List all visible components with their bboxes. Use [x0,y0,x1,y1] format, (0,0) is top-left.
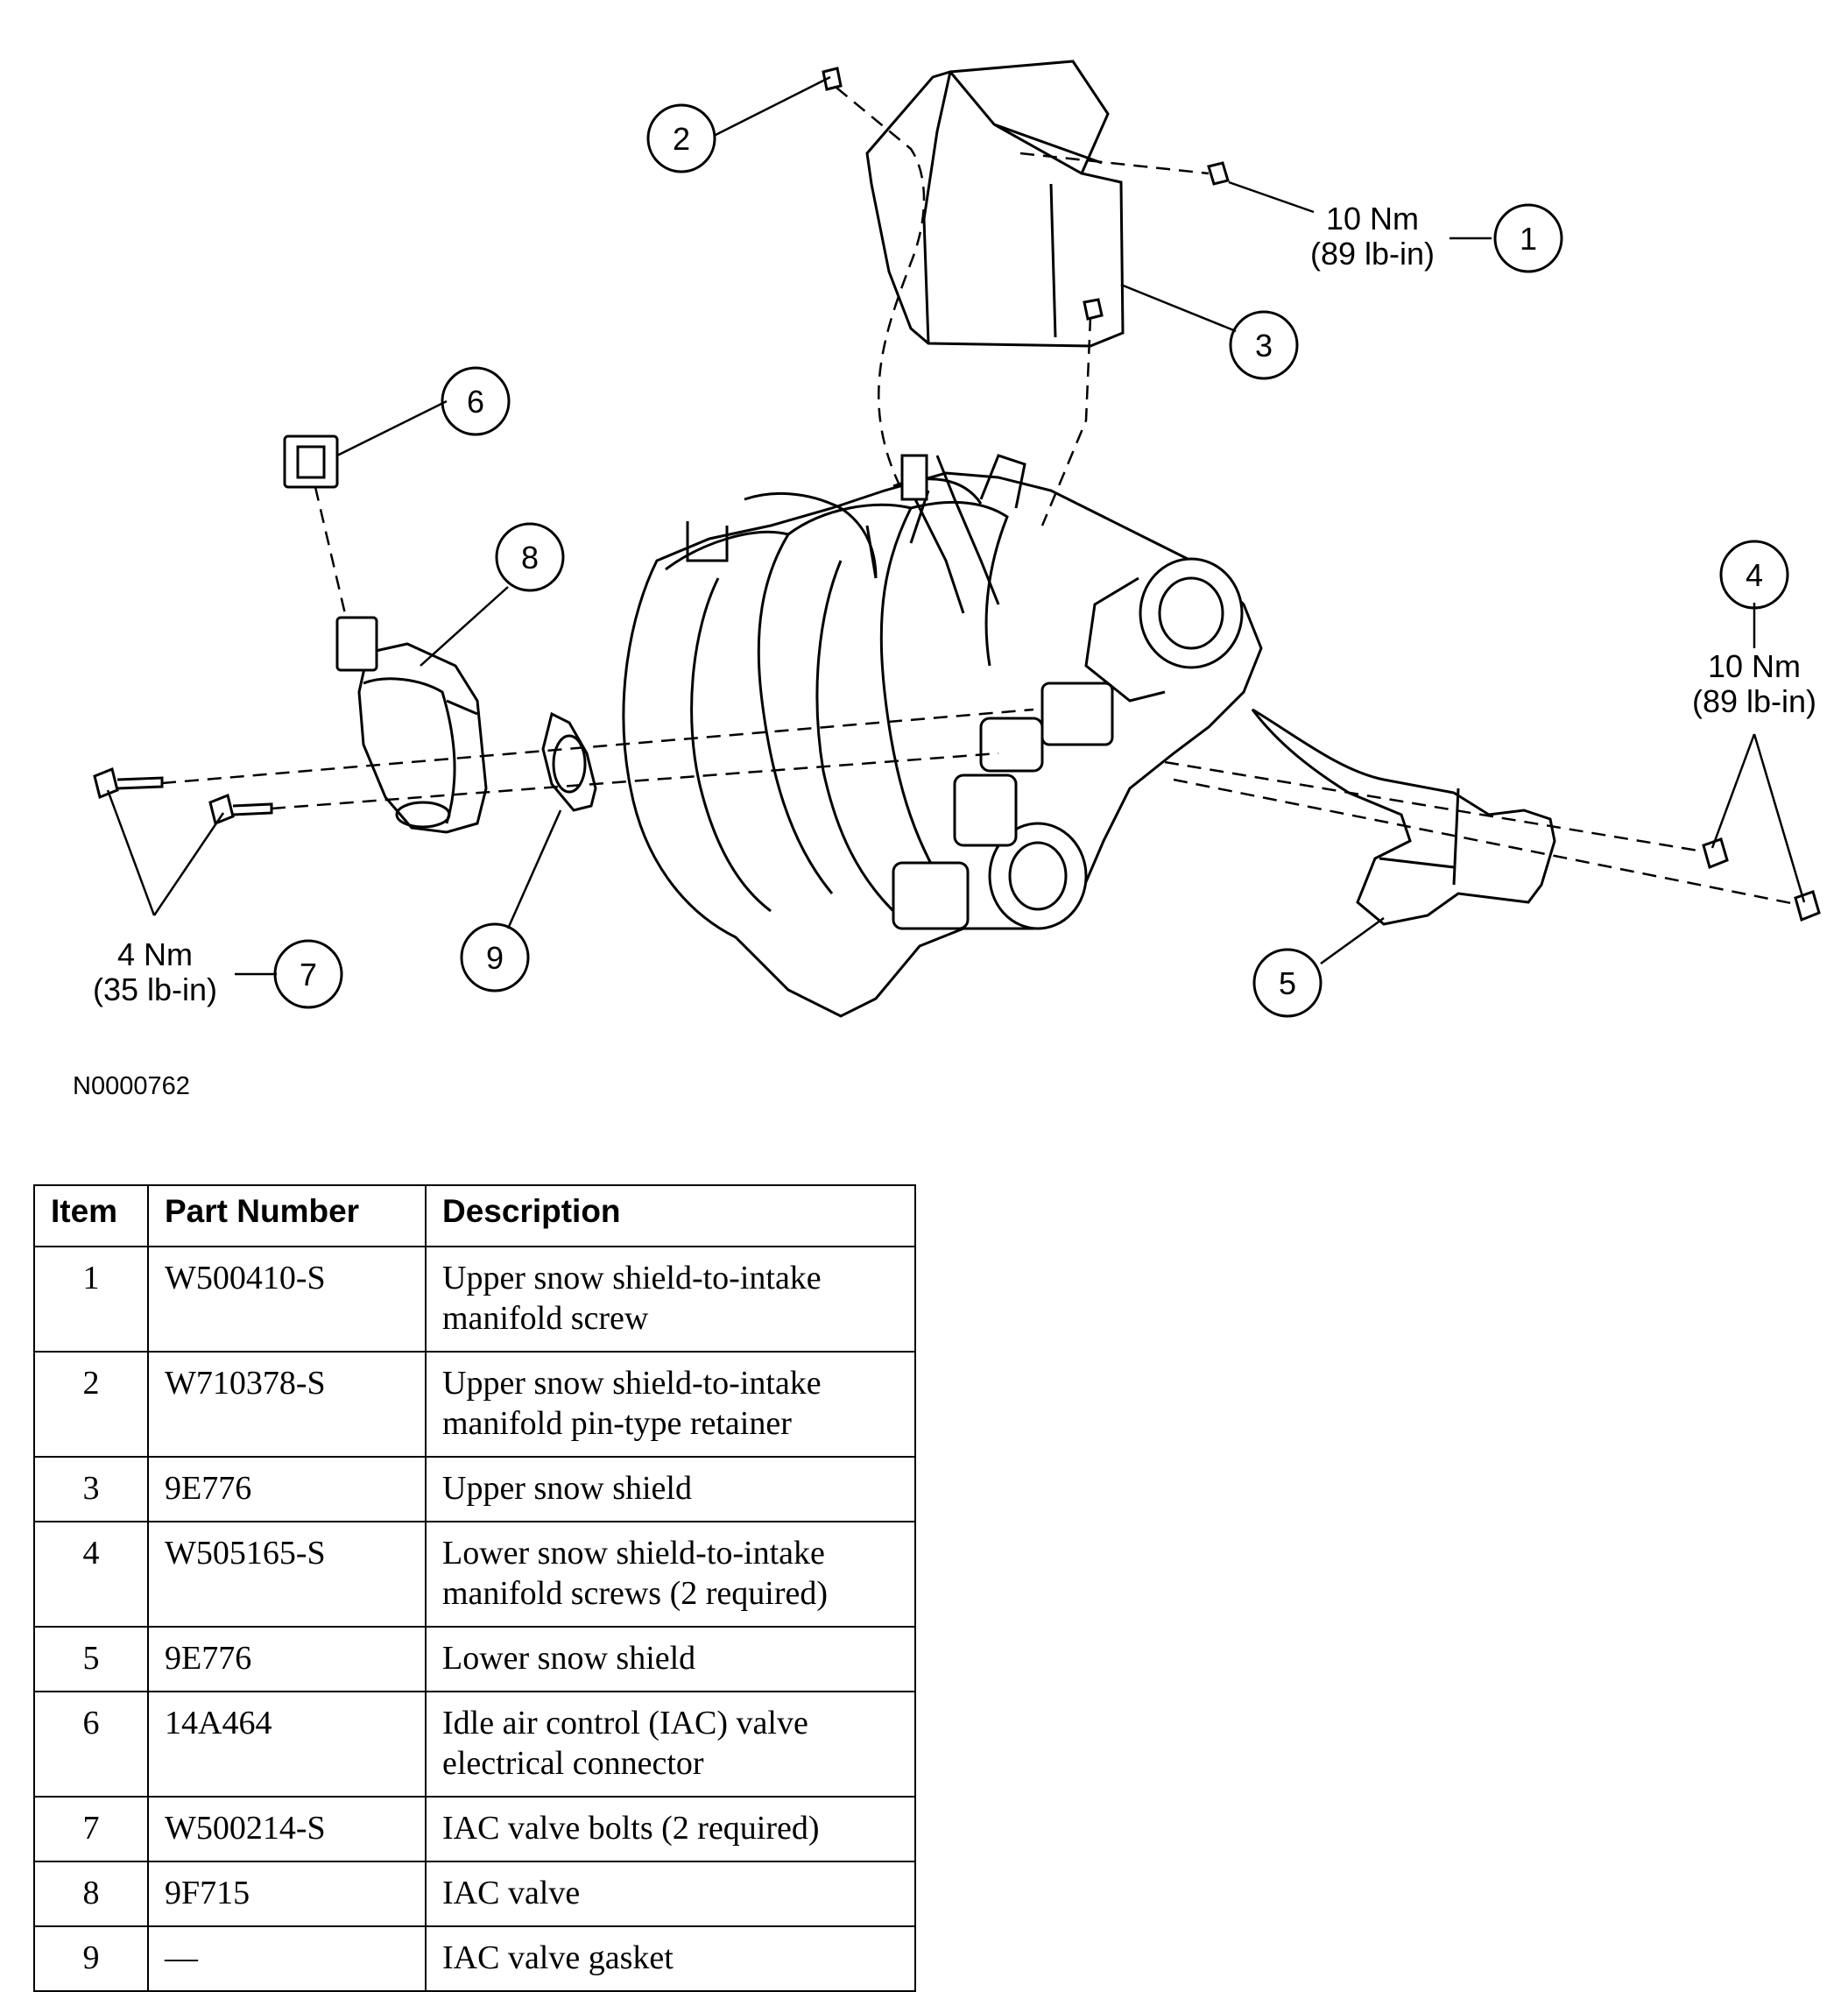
throttle-body [900,454,1244,746]
item-cell: 4 [33,1521,149,1628]
manifold-lower-details [892,717,1088,930]
part-number-cell: 9E776 [147,1626,427,1692]
table-row: 2 W710378-S Upper snow shield-to-intake … [33,1351,916,1458]
item-cell: 6 [33,1691,149,1798]
header-description: Description [425,1184,916,1247]
description-cell: Upper snow shield-to-intake manifold scr… [425,1246,916,1353]
table-row: 1 W500410-S Upper snow shield-to-intake … [33,1246,916,1353]
header-part-number: Part Number [147,1184,427,1247]
upper-snow-shield [865,60,1125,348]
table-row: 7 W500214-S IAC valve bolts (2 required) [33,1796,916,1862]
callout-3: 3 [1229,310,1299,380]
item-cell: 7 [33,1796,149,1862]
iac-bolts [93,766,273,826]
svg-text:(89 lb-in): (89 lb-in) [1692,683,1816,719]
callout-1: 1 [1493,203,1563,273]
table-row: 8 9F715 IAC valve [33,1861,916,1927]
description-cell: IAC valve [425,1861,916,1927]
table-row: 9 — IAC valve gasket [33,1925,916,1992]
description-cell: IAC valve bolts (2 required) [425,1796,916,1862]
callout-2: 2 [646,103,716,173]
callout-8: 8 [495,522,565,592]
callout-5: 5 [1252,948,1323,1018]
description-cell: Idle air control (IAC) valve electrical … [425,1691,916,1798]
item-cell: 8 [33,1861,149,1927]
iac-valve [335,616,488,834]
table-row: 4 W505165-S Lower snow shield-to-intake … [33,1521,916,1628]
iac-connector [283,434,339,489]
part-number-cell: W500410-S [147,1246,427,1353]
callout-7: 7 [273,939,343,1009]
svg-text:4 Nm: 4 Nm [117,936,193,972]
description-cell: Upper snow shield [425,1456,916,1522]
svg-text:10 Nm: 10 Nm [1326,201,1419,237]
torque-label-7: 4 Nm (35 lb-in) [93,936,217,1007]
description-cell: Lower snow shield-to-intake manifold scr… [425,1521,916,1628]
svg-text:10 Nm: 10 Nm [1708,648,1801,684]
table-header-row: Item Part Number Description [33,1184,916,1247]
svg-text:(89 lb-in): (89 lb-in) [1310,236,1435,272]
part-number-cell: W710378-S [147,1351,427,1458]
header-item: Item [33,1184,149,1247]
callout-4: 4 [1719,540,1789,610]
svg-text:9: 9 [486,940,504,976]
iac-gasket [541,711,597,812]
callout-6: 6 [441,366,511,436]
lower-snow-shield [1251,708,1556,926]
svg-text:(35 lb-in): (35 lb-in) [93,971,217,1007]
figure-id: N0000762 [73,1072,190,1100]
part-number-cell: — [147,1925,427,1992]
description-cell: Upper snow shield-to-intake manifold pin… [425,1351,916,1458]
table-row: 6 14A464 Idle air control (IAC) valve el… [33,1691,916,1798]
description-cell: IAC valve gasket [425,1925,916,1992]
description-cell: Lower snow shield [425,1626,916,1692]
svg-text:7: 7 [300,957,317,992]
part-number-cell: W505165-S [147,1521,427,1628]
callout-9: 9 [460,922,530,992]
svg-text:2: 2 [673,121,690,157]
torque-label-1: 10 Nm (89 lb-in) [1310,201,1435,272]
parts-table: Item Part Number Description 1 W500410-S… [33,1184,916,1992]
svg-text:3: 3 [1255,328,1273,364]
part-number-cell: 9E776 [147,1456,427,1522]
svg-text:5: 5 [1279,965,1296,1001]
leader-lines [106,75,1806,976]
part-number-cell: 14A464 [147,1691,427,1798]
assembly-lines [161,87,1796,906]
svg-text:4: 4 [1746,557,1763,593]
item-cell: 3 [33,1456,149,1522]
svg-text:6: 6 [467,384,484,420]
part-number-cell: 9F715 [147,1861,427,1927]
item-cell: 1 [33,1246,149,1353]
exploded-parts-diagram: 1 2 3 4 5 6 7 8 9 10 Nm (89 lb-in) 10 Nm… [93,60,1821,1018]
table-row: 5 9E776 Lower snow shield [33,1626,916,1692]
part-number-cell: W500214-S [147,1796,427,1862]
svg-text:8: 8 [521,540,539,576]
shield-screws [822,67,1821,922]
table-row: 3 9E776 Upper snow shield [33,1456,916,1522]
item-cell: 5 [33,1626,149,1692]
torque-label-4: 10 Nm (89 lb-in) [1692,648,1816,719]
item-cell: 2 [33,1351,149,1458]
svg-text:1: 1 [1520,221,1537,257]
item-cell: 9 [33,1925,149,1992]
